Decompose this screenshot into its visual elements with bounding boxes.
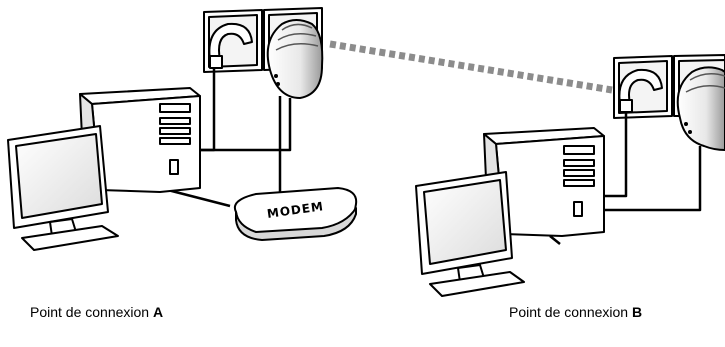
caption-b-letter: B bbox=[631, 304, 643, 320]
powerline-network-diagram: MODEM bbox=[7, 7, 725, 297]
modem-device: MODEM bbox=[234, 187, 358, 241]
powerline-adapter-a bbox=[266, 19, 324, 99]
site-b bbox=[415, 54, 725, 297]
power-plug-a bbox=[208, 22, 253, 61]
monitor-b bbox=[415, 171, 525, 297]
site-a: MODEM bbox=[7, 7, 358, 251]
caption-connection-point-b: Point de connexion B bbox=[509, 304, 642, 320]
power-plug-b bbox=[618, 68, 663, 105]
powerline-adapter-b bbox=[676, 66, 725, 151]
monitor-a bbox=[7, 125, 119, 251]
caption-a-prefix: Point de connexion bbox=[30, 304, 153, 320]
caption-b-prefix: Point de connexion bbox=[509, 304, 632, 320]
caption-a-letter: A bbox=[152, 304, 164, 320]
pc-tower-a bbox=[79, 87, 201, 193]
caption-connection-point-a: Point de connexion A bbox=[30, 304, 163, 320]
powerline-signal-link bbox=[329, 40, 613, 94]
